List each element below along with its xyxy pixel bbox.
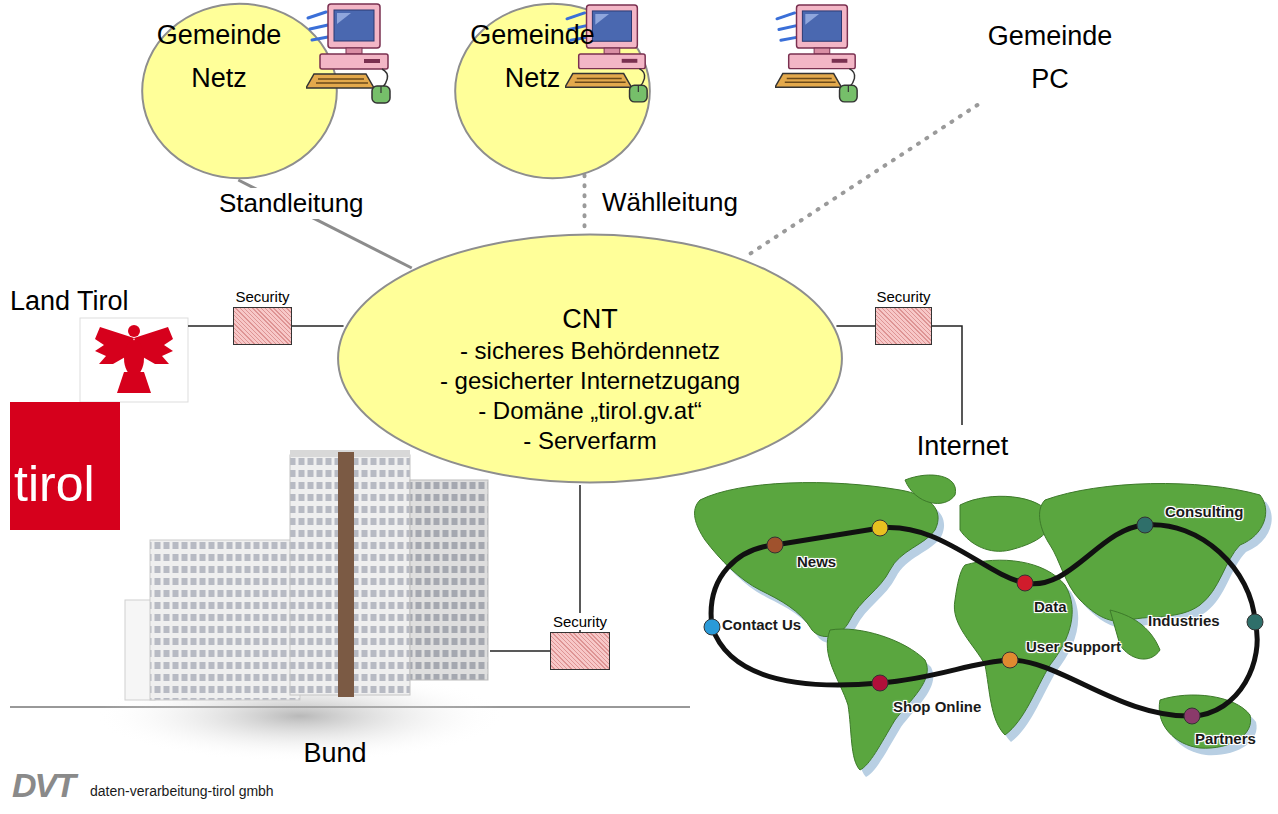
- dialup-line: [583, 175, 587, 232]
- node-body-line: - sicheres Behördennetz: [460, 336, 720, 366]
- map-label: Partners: [1195, 730, 1256, 747]
- node-text-group: Security: [551, 613, 609, 630]
- node-label: Gemeinde Netz: [149, 14, 289, 100]
- node-text-group: Bund: [303, 738, 366, 769]
- ellipse-shape: [338, 235, 842, 483]
- map-label: News: [797, 553, 836, 570]
- federal-building: [95, 450, 505, 762]
- node-label: Security: [235, 288, 289, 305]
- node-text-group: Land Tirol: [10, 286, 129, 317]
- security-box: Security: [233, 307, 292, 345]
- node-text-group: Gemeinde Netz: [463, 14, 603, 100]
- network-line: [490, 650, 550, 652]
- connection-label: Standleitung: [215, 188, 368, 219]
- company-name: daten-verarbeitung-tirol gmbh: [90, 783, 274, 799]
- logo-ground: [80, 318, 188, 402]
- building-block: [150, 540, 300, 700]
- authority-node: Land Tirol: [10, 286, 188, 528]
- network-line: [292, 325, 344, 327]
- network-line: [188, 325, 233, 327]
- node-text-group: Internet: [917, 431, 1009, 462]
- land-tirol-logo: [10, 318, 188, 530]
- map-label: Data: [1034, 598, 1067, 615]
- node-label: Internet: [917, 431, 1009, 462]
- node-text-group: CNT- sicheres Behördennetz- gesicherter …: [440, 302, 740, 456]
- continents: [695, 475, 1266, 770]
- building-stair-tower: [338, 452, 354, 697]
- map-dots: [704, 517, 1263, 724]
- ellipse-shape: [142, 4, 337, 178]
- network-line: [932, 326, 962, 425]
- node-text-group: Security: [874, 288, 932, 305]
- world-map: [695, 475, 1272, 777]
- internet-node: Internet: [900, 425, 1025, 467]
- node-label: Bund: [303, 738, 366, 769]
- building-block: [410, 480, 488, 680]
- node-body-line: - gesicherter Internetzugang: [440, 366, 740, 396]
- ellipse-shape: [455, 4, 650, 178]
- network-ellipse: Gemeinde Netz: [454, 2, 651, 180]
- map-label: Industries: [1148, 612, 1220, 629]
- logo-red-block: [10, 402, 120, 530]
- network-loops: [711, 525, 1257, 716]
- node-body-line: - Serverfarm: [523, 426, 656, 456]
- authority-node: Bund: [125, 445, 490, 773]
- map-label: Consulting: [1165, 503, 1243, 520]
- dialup-line: [744, 105, 977, 258]
- node-text-group: Gemeinde Netz: [149, 14, 289, 100]
- map-label: User Support: [1026, 638, 1121, 655]
- map-label: Contact Us: [722, 616, 801, 633]
- node-text-group: Gemeinde PC: [975, 15, 1125, 101]
- network-line: [579, 485, 581, 632]
- network-ellipse: Gemeinde Netz: [141, 2, 338, 180]
- node-text-group: Security: [233, 288, 291, 305]
- pc-icon: [565, 5, 647, 102]
- node-label: Security: [876, 288, 930, 305]
- pc-node: Gemeinde PC: [960, 10, 1140, 105]
- node-label: Land Tirol: [10, 286, 129, 317]
- node-label: Gemeinde PC: [975, 15, 1125, 101]
- pc-icon: [306, 4, 390, 103]
- node-body-line: - Domäne „tirol.gv.at“: [478, 396, 702, 426]
- connection-label: Wählleitung: [598, 187, 742, 218]
- logo-text: tirol: [14, 455, 95, 513]
- company-logo: DVT: [12, 766, 74, 805]
- core-network-ellipse: CNT- sicheres Behördennetz- gesicherter …: [335, 232, 845, 485]
- map-label: Shop Online: [893, 698, 981, 715]
- pc-icon: [775, 5, 857, 102]
- eagle-symbol: [95, 325, 173, 393]
- node-label: Gemeinde Netz: [463, 14, 603, 100]
- network-line: [836, 325, 875, 327]
- node-label: CNT: [562, 302, 618, 336]
- security-box: Security: [550, 632, 610, 670]
- network-line: [238, 180, 411, 268]
- security-box: Security: [875, 307, 932, 345]
- node-label: Security: [553, 613, 607, 630]
